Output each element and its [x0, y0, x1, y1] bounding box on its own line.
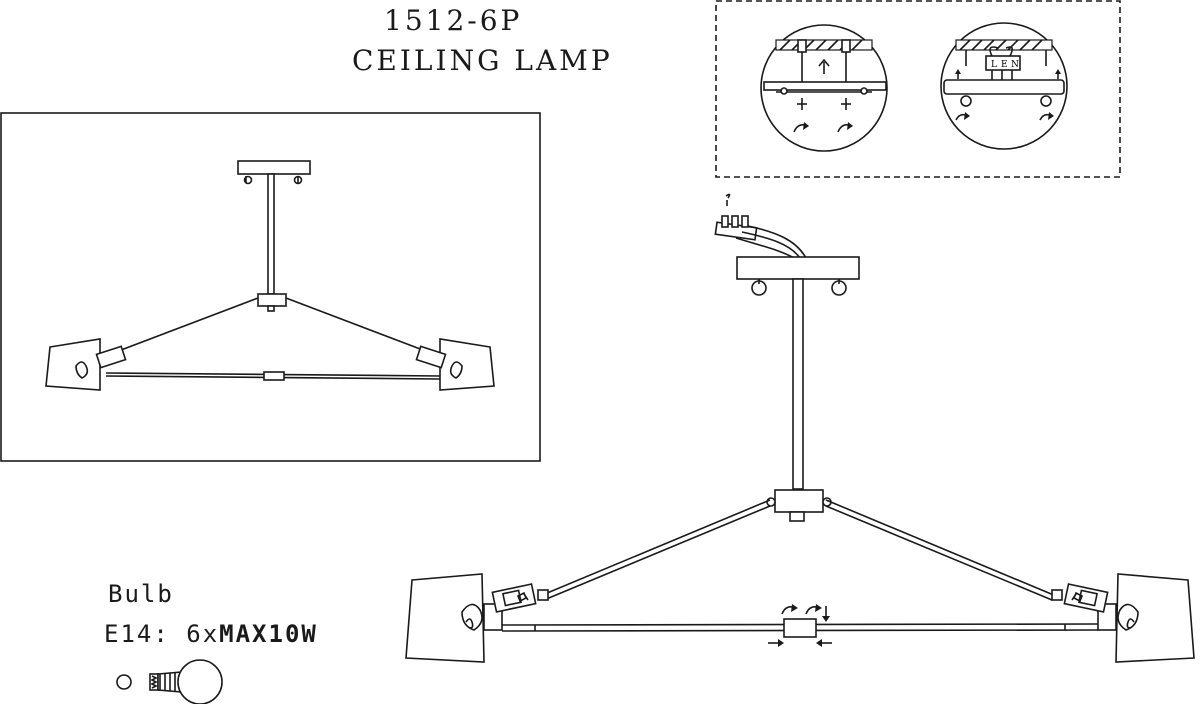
right-lamp-head [1051, 573, 1195, 663]
installation-detail-box: L E N [715, 0, 1121, 178]
bulb-spec: E14: 6xMAX10W [104, 620, 318, 648]
bulb-title: Bulb [108, 580, 174, 608]
product-name: CEILING LAMP [352, 44, 613, 77]
mounting-step-detail [760, 24, 888, 152]
bulb-spec-prefix: E14: 6x [104, 620, 220, 648]
main-lamp-drawing [405, 193, 1195, 663]
preview-frame [0, 112, 541, 462]
bulb-spec-wattage: MAX10W [219, 620, 318, 648]
model-number: 1512-6P [384, 4, 523, 37]
wiring-step-detail: L E N [940, 22, 1068, 150]
terminal-label-l: L [991, 60, 997, 70]
left-lamp-head [405, 573, 549, 663]
terminal-label-e: E [1001, 60, 1008, 70]
terminal-label-n: N [1011, 60, 1019, 70]
wire-connector [714, 193, 807, 259]
bulb-icon [116, 659, 223, 704]
